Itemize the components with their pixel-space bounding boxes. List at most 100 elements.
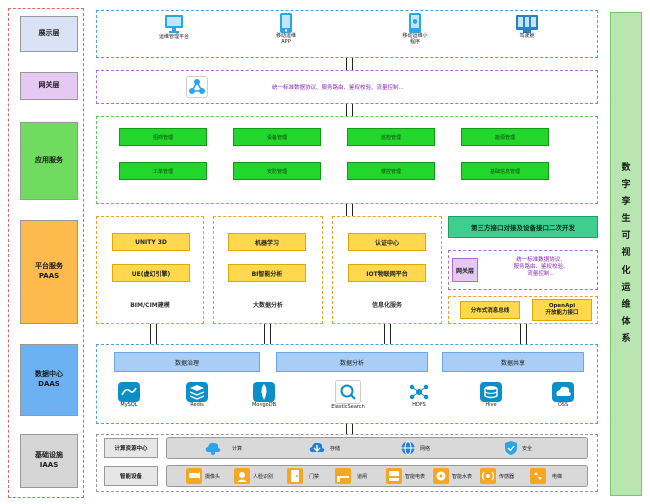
arrow-gateway-app-2	[352, 104, 353, 116]
sensor-icon	[480, 468, 496, 484]
barrier-gate-icon	[335, 468, 351, 484]
compute-item-label: 存储	[330, 445, 341, 452]
network-hub-icon	[189, 79, 205, 94]
redis-icon	[186, 382, 208, 402]
sidebar-char: 孪	[621, 197, 631, 208]
platform-unity3d[interactable]: UNITY 3D	[112, 233, 190, 251]
shield-icon	[505, 441, 517, 455]
compute-resources-strip	[166, 437, 588, 459]
cloud-compute-icon	[205, 442, 221, 455]
app-button-security[interactable]: 安防管理	[233, 162, 321, 180]
app-button-energy[interactable]: 能源管理	[461, 128, 549, 146]
hive-icon	[480, 382, 502, 402]
app-button-inspection[interactable]: 巡检管理	[347, 128, 435, 146]
display-item-label: 移动运维 APP	[275, 33, 296, 45]
data-sharing-bar[interactable]: 数据共享	[442, 352, 584, 372]
platform-bi-analysis[interactable]: BI智能分析	[228, 264, 306, 282]
app-layer-panel	[96, 116, 598, 204]
layer-label-platform-line1: 平台服务	[35, 262, 63, 271]
arrow-platform-data-7	[520, 324, 521, 344]
device-water-meter: 智能水表	[433, 468, 472, 484]
platform-info-panel	[332, 216, 442, 324]
device-label: 传感器	[499, 473, 515, 480]
app-button-device[interactable]: 设备管理	[233, 128, 321, 146]
platform-bim-panel	[96, 216, 204, 324]
smart-device-strip	[166, 465, 588, 487]
digital-twin-sidebar: 数 字 孪 生 可 视 化 运 维 体 系	[610, 12, 642, 496]
sidebar-char: 字	[621, 180, 631, 191]
layer-label-infra-line2: IAAS	[39, 461, 59, 469]
mysql-icon	[118, 382, 140, 402]
platform-machine-learning[interactable]: 机器学习	[228, 233, 306, 251]
sidebar-char: 维	[621, 299, 631, 310]
arrow-display-gateway-1	[346, 58, 347, 70]
app-button-building-control[interactable]: 楼控管理	[347, 162, 435, 180]
layer-label-data: 数据中心 DAAS	[20, 344, 78, 416]
platform-auth-center[interactable]: 认证中心	[348, 233, 426, 251]
arrow-platform-data-2	[156, 324, 157, 344]
compute-item-label: 网络	[420, 445, 431, 452]
face-recognition-icon	[234, 468, 250, 484]
mongodb-icon	[253, 382, 275, 402]
platform-info-caption: 信息化服务	[371, 302, 402, 309]
device-camera: 摄像头	[186, 468, 220, 484]
app-button-investment[interactable]: 招商管理	[119, 128, 207, 146]
device-label: 智能电表	[405, 473, 426, 480]
layer-label-gateway: 网关层	[20, 72, 78, 100]
device-sensor: 传感器	[480, 468, 514, 484]
store-label: OSS	[557, 402, 569, 408]
store-elasticsearch: ElasticSearch	[320, 380, 376, 410]
arrow-gateway-app-1	[346, 104, 347, 116]
arrow-platform-data-6	[390, 324, 391, 344]
store-redis: Redis	[180, 382, 214, 408]
data-governance-bar[interactable]: 数据治理	[114, 352, 260, 372]
platform-bus-panel	[448, 296, 598, 324]
arrow-app-platform-2	[352, 204, 353, 216]
store-hive: Hive	[474, 382, 508, 408]
monitor-icon	[165, 15, 183, 33]
device-label: 智能水表	[452, 473, 473, 480]
device-label: 道闸	[357, 473, 368, 480]
display-item-ops-platform: 运维管理平台	[146, 13, 202, 41]
third-party-interface-box[interactable]: 第三方接口对接及设备接口二次开发	[448, 216, 598, 238]
sidebar-char: 可	[621, 231, 631, 242]
platform-bigdata-caption: 大数据分析	[252, 302, 283, 309]
camera-icon	[186, 468, 202, 484]
display-item-label: 移动运维小 程序	[402, 33, 428, 45]
gateway-icon-box	[186, 76, 208, 98]
elasticsearch-icon	[340, 384, 356, 400]
data-layer-panel	[96, 344, 598, 424]
device-smart-meter: 智能电表	[386, 468, 425, 484]
door-access-icon	[287, 468, 303, 484]
cockpit-dashboard-icon	[516, 15, 538, 33]
platform-unreal-engine[interactable]: UE(虚幻引擎)	[112, 264, 190, 282]
smart-device-label: 智能设备	[104, 466, 158, 486]
compute-item-label: 安全	[522, 445, 533, 452]
arrow-display-gateway-2	[352, 58, 353, 70]
device-label: 电梯	[552, 473, 563, 480]
message-bus-box[interactable]: 分布式消息总线	[460, 301, 520, 319]
elevator-icon	[530, 468, 546, 484]
sidebar-char: 数	[621, 162, 631, 173]
globe-network-icon	[401, 441, 415, 455]
store-mysql: MySQL	[112, 382, 146, 408]
arrow-data-infra-1	[346, 424, 347, 434]
hdfs-icon	[409, 384, 429, 400]
arrow-platform-data-8	[526, 324, 527, 344]
gateway-layer-panel	[96, 70, 598, 104]
platform-iot[interactable]: IOT物联网平台	[348, 264, 426, 282]
arrow-data-infra-2	[352, 424, 353, 434]
app-button-workorder[interactable]: 工单管理	[119, 162, 207, 180]
data-analysis-bar[interactable]: 数据分析	[276, 352, 428, 372]
water-meter-icon	[433, 468, 449, 484]
display-item-mobile-app: 移动运维 APP	[262, 12, 310, 46]
compute-item-compute: 计算	[204, 440, 242, 456]
arrow-app-platform-1	[346, 204, 347, 216]
platform-bim-caption: BIM/CIM建模	[130, 302, 170, 309]
compute-item-network: 网络	[400, 440, 430, 456]
app-button-base-info[interactable]: 基础信息管理	[461, 162, 549, 180]
openapi-box[interactable]: OpenApi 开放能力接口	[532, 299, 592, 321]
platform-bigdata-panel	[213, 216, 323, 324]
gateway-description: 统一标准数据协议、服务路由、鉴权校验、流量控制...	[272, 85, 404, 91]
store-oss: OSS	[546, 382, 580, 408]
